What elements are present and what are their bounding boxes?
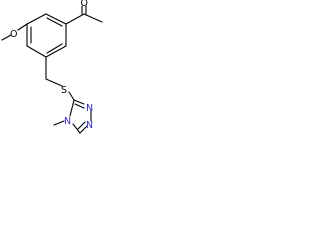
- ring-bond-6: [26, 13, 47, 25]
- ch2-sulfur-bond: [45, 78, 63, 87]
- ring-bond-1: [45, 13, 67, 25]
- triazole-c3-n4: [72, 123, 81, 134]
- benzene-ring: [26, 13, 67, 58]
- ring-double-1: [46, 17, 63, 27]
- triazole-n2-c3: [79, 125, 88, 134]
- triazole-c5-n1: [73, 99, 85, 105]
- triazole-n2-c3-double: [77, 121, 86, 130]
- n-methyl-bond: [53, 120, 65, 126]
- triazole-c5-n1-double: [74, 103, 85, 109]
- sulfur-triazole-bond: [68, 91, 75, 101]
- carbonyl-oxygen-label: O: [81, 0, 88, 9]
- methoxy-oxygen-label: O: [10, 29, 17, 40]
- ring-bond-4: [26, 45, 47, 58]
- triazole-n4-label: N: [64, 116, 71, 127]
- carbonyl-methyl-bond: [83, 13, 103, 23]
- thioether-linker: S: [45, 56, 75, 101]
- acetyl-group: O: [65, 0, 103, 25]
- ring-bond-3: [45, 45, 67, 58]
- oxygen-methyl-bond: [1, 34, 12, 41]
- triazole-n2-label: N: [86, 120, 93, 131]
- triazole-n1-label: N: [86, 103, 93, 114]
- aryl-oxygen-bond: [17, 23, 28, 31]
- molecule-structure-diagram: O O S N N N: [1, 0, 103, 134]
- aryl-carbonyl-bond: [65, 13, 85, 25]
- sulfur-label: S: [61, 85, 67, 96]
- triazole-n4-c5: [69, 99, 75, 117]
- triazole-ring: N N N: [53, 99, 93, 134]
- methoxy-group: O: [1, 23, 28, 41]
- ring-double-2: [46, 43, 63, 54]
